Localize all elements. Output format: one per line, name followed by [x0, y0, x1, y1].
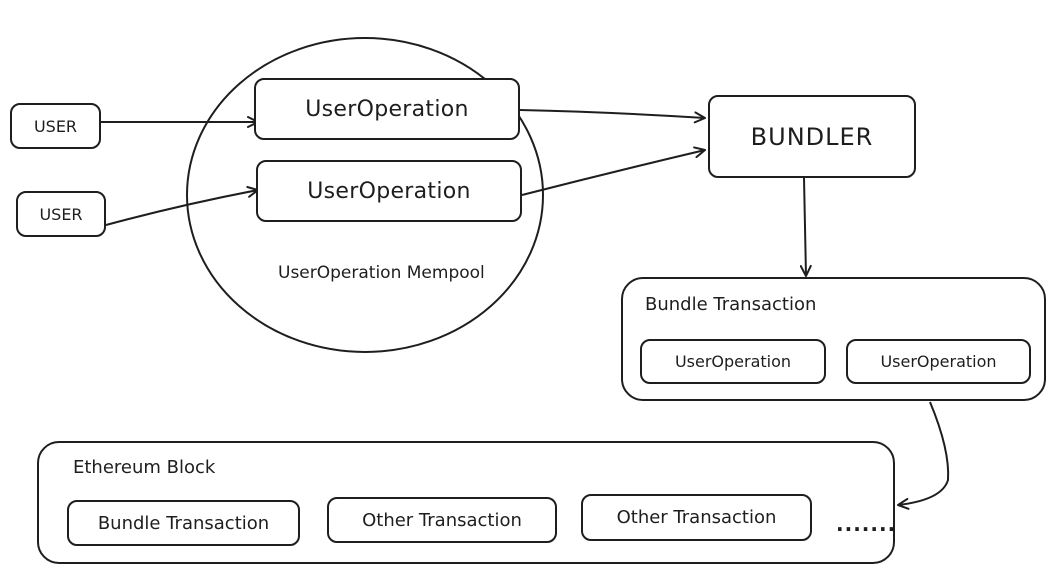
- bundle-user-operation: UserOperation: [846, 339, 1031, 384]
- bundler-node: BUNDLER: [708, 95, 916, 178]
- bundle-user-operation: UserOperation: [640, 339, 826, 384]
- arrow-userop2-to-bundler: [521, 146, 706, 196]
- arrow-user2-to-userop2: [105, 185, 259, 226]
- arrow-bundle-transaction-to-ethereum-block: [897, 401, 950, 510]
- user-node: USER: [10, 103, 101, 149]
- more-transactions-ellipsis: .......: [836, 512, 897, 536]
- block-transaction: Other Transaction: [581, 494, 812, 541]
- mempool-user-operation: UserOperation: [254, 78, 520, 140]
- bundle-transaction-container: [621, 277, 1046, 401]
- block-transaction: Other Transaction: [327, 497, 557, 543]
- bundle-transaction-title: Bundle Transaction: [645, 294, 817, 315]
- arrow-bundler-to-bundle-transaction: [799, 177, 812, 277]
- mempool-label: UserOperation Mempool: [278, 263, 485, 283]
- user-node: USER: [16, 191, 106, 237]
- block-transaction: Bundle Transaction: [67, 500, 300, 546]
- mempool-ellipse: [186, 37, 544, 353]
- mempool-user-operation: UserOperation: [256, 160, 522, 222]
- arrow-userop1-to-bundler: [519, 109, 706, 124]
- ethereum-block-container: [37, 441, 895, 564]
- ethereum-block-title: Ethereum Block: [73, 457, 216, 478]
